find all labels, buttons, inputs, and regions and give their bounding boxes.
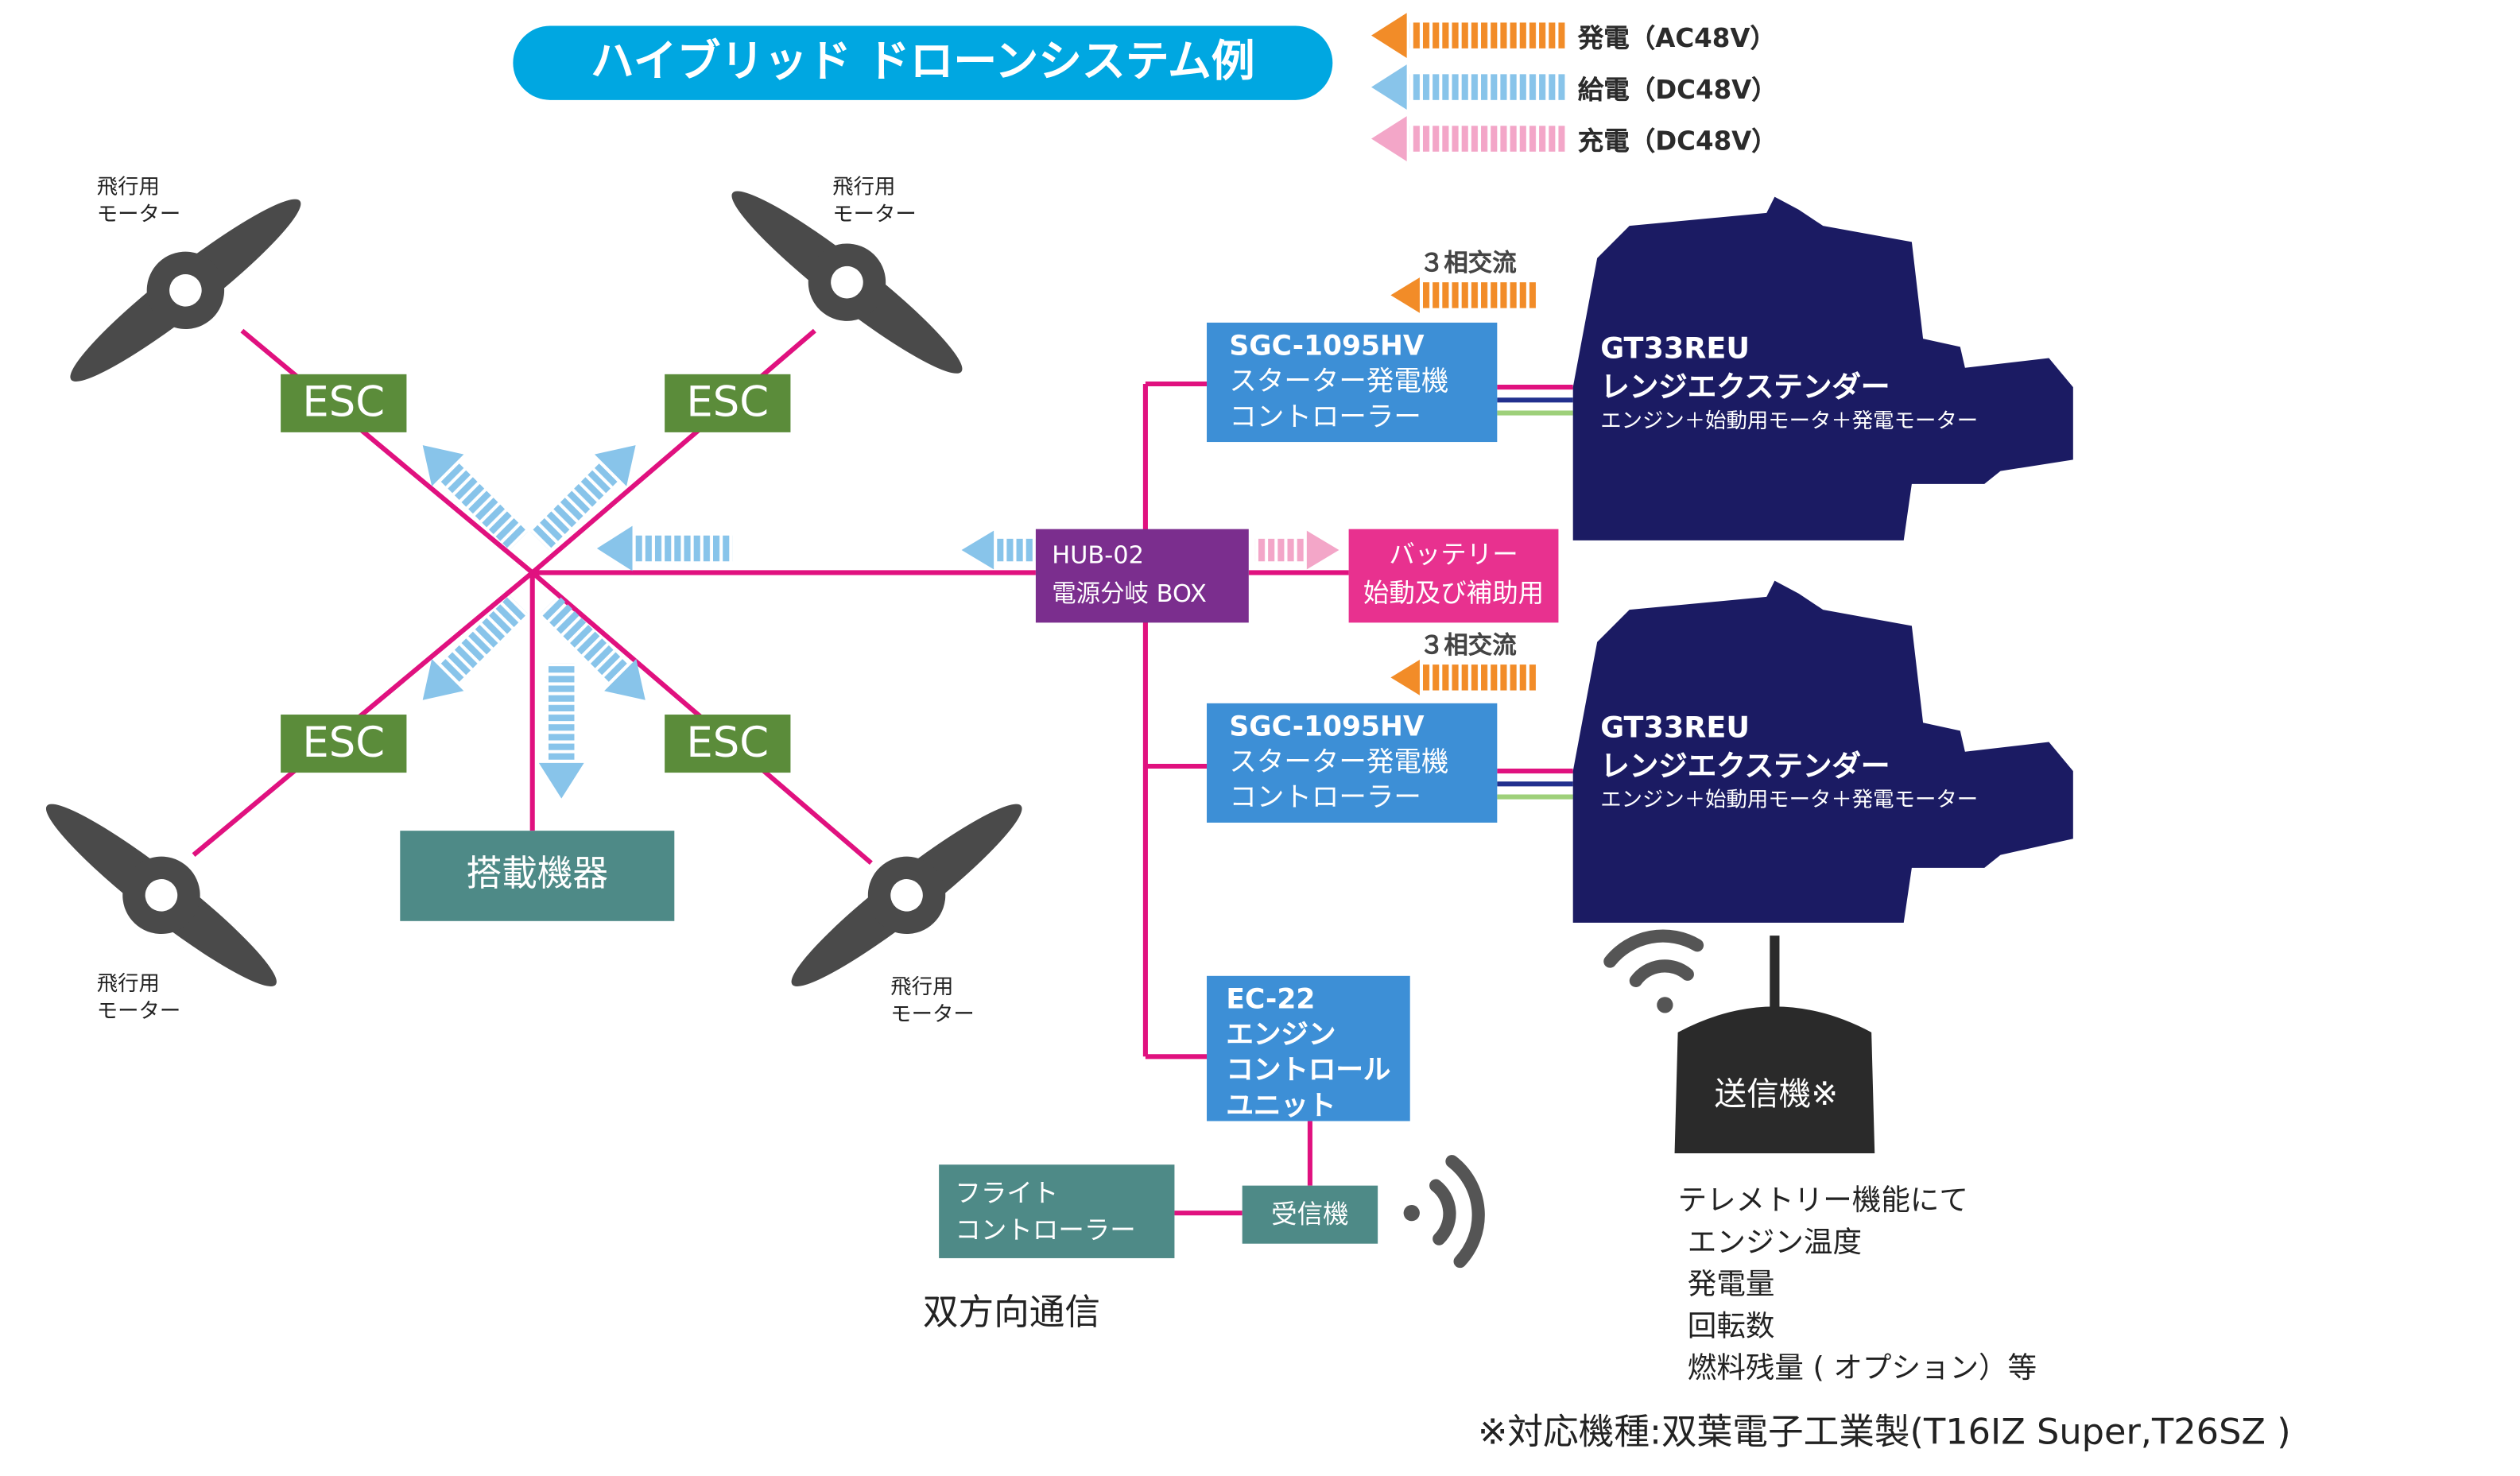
- telemetry-heading: テレメトリー機能にて: [1677, 1184, 1968, 1218]
- motor-label-bottom-right: 飛行用モーター: [890, 975, 975, 1028]
- motor-label-top-left: 飛行用モーター: [96, 176, 181, 228]
- esc-box-top-right: ESC: [665, 374, 791, 432]
- legend-arrow-charge: [1371, 116, 1565, 161]
- sgc-box-top: SGC-1095HV スターター発電機 コントローラー: [1207, 322, 1498, 443]
- telemetry-item: 発電量: [1687, 1268, 1775, 1302]
- flight-controller-box: フライト コントローラー: [939, 1164, 1175, 1258]
- supply-arrow-bottom-left: [406, 588, 535, 716]
- telemetry-item: エンジン温度: [1687, 1226, 1862, 1260]
- motor-label-top-right: 飛行用モーター: [832, 176, 917, 228]
- ecu-box: EC-22 エンジン コントロール ユニット: [1207, 975, 1410, 1122]
- telemetry-list: テレメトリー機能にて エンジン温度 発電量 回転数 燃料残量 ( オプション）等: [1678, 1181, 2037, 1391]
- engine-label-top: GT33REU レンジエクステンダー エンジン＋始動用モータ＋発電モーター: [1600, 332, 1979, 434]
- wiring: [192, 328, 1573, 1216]
- engine-bottom: [1572, 580, 2073, 923]
- hub-box: HUB-02 電源分岐 BOX: [1035, 529, 1249, 623]
- three-phase-label-2: ３相交流: [1419, 630, 1517, 661]
- telemetry-item: 燃料残量 ( オプション）等: [1687, 1351, 2037, 1386]
- three-phase-arrow-1: [1390, 277, 1537, 313]
- transmitter: [1674, 936, 1875, 1154]
- diagram-title: ハイブリッド ドローンシステム例: [513, 25, 1333, 100]
- transmitter-label: 送信機※: [1714, 1074, 1839, 1114]
- wireless-icon-receiver: [1403, 1155, 1485, 1269]
- wireless-icon-transmitter: [1603, 929, 1704, 1013]
- motor-label-bottom-left: 飛行用モーター: [96, 972, 181, 1025]
- supply-arrow-down: [538, 663, 584, 799]
- sgc-engine-cables: [1497, 397, 1573, 800]
- three-phase-arrow-2: [1390, 660, 1537, 695]
- bidirectional-label: 双方向通信: [922, 1293, 1101, 1335]
- footnote: ※対応機種:双葉電子工業製(T16IZ Super,T26SZ ): [1477, 1412, 2291, 1454]
- legend-arrow-generation: [1371, 13, 1565, 59]
- three-phase-label-1: ３相交流: [1419, 248, 1517, 278]
- battery-box: バッテリー 始動及び補助用: [1348, 529, 1559, 623]
- legend-arrow-supply: [1371, 64, 1565, 110]
- esc-box-top-left: ESC: [281, 374, 407, 432]
- legend-label-charge: 充電（DC48V）: [1577, 126, 1778, 157]
- legend-label-supply: 給電（DC48V）: [1577, 74, 1778, 105]
- receiver-box: 受信機: [1242, 1185, 1378, 1244]
- supply-arrow-top-left: [406, 429, 535, 557]
- engine-label-bottom: GT33REU レンジエクステンダー エンジン＋始動用モータ＋発電モーター: [1600, 711, 1979, 813]
- supply-arrow-hub: [961, 530, 1036, 570]
- esc-box-bottom-right: ESC: [665, 715, 791, 773]
- supply-arrow-left: [596, 525, 733, 571]
- payload-box: 搭載機器: [400, 831, 675, 921]
- supply-arrow-top-right: [523, 429, 652, 557]
- charge-arrow-battery: [1254, 530, 1339, 570]
- sgc-box-bottom: SGC-1095HV スターター発電機 コントローラー: [1207, 703, 1498, 823]
- legend-label-generation: 発電（AC48V）: [1577, 22, 1776, 53]
- telemetry-item: 回転数: [1687, 1309, 1775, 1344]
- engine-top: [1572, 196, 2073, 540]
- esc-box-bottom-left: ESC: [281, 715, 407, 773]
